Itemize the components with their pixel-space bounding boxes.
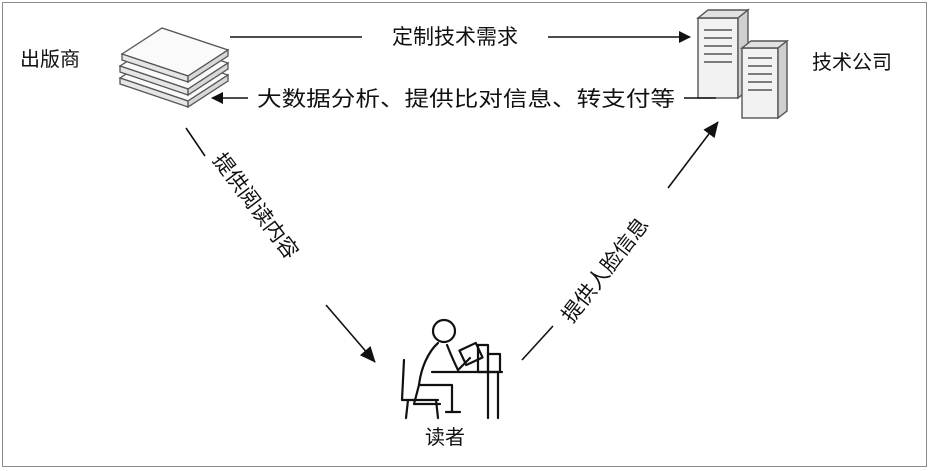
edge-line-reader-to-tech-a [521, 325, 554, 361]
edge-line-publisher-to-reader-a [185, 127, 206, 157]
edge-line-publisher-to-reader-b [325, 304, 376, 363]
tech-company-label: 技术公司 [812, 50, 892, 74]
edge-label-publisher-to-reader: 提供阅读内容 [208, 149, 303, 264]
stacked-books-icon [118, 27, 230, 109]
edge-label-reader-to-tech: 提供人脸信息 [557, 213, 653, 327]
servers-icon [696, 8, 790, 120]
edge-label-publisher-to-tech: 定制技术需求 [392, 25, 518, 49]
edge-line-reader-to-tech-b [667, 121, 719, 189]
reading-person-icon [400, 318, 504, 420]
reader-label: 读者 [425, 425, 465, 449]
edge-label-tech-to-publisher: 大数据分析、提供比对信息、转支付等 [257, 87, 675, 111]
publisher-label: 出版商 [20, 47, 80, 71]
